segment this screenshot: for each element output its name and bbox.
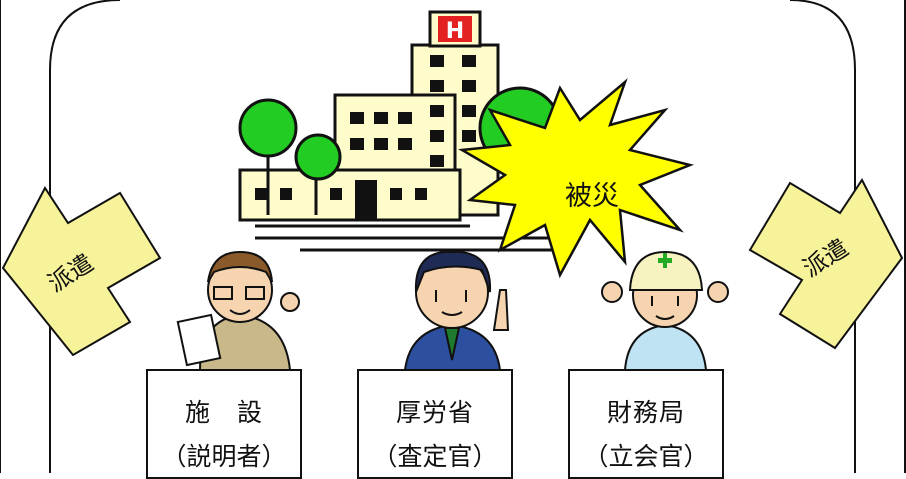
arch-frame (49, 0, 856, 473)
disaster-burst (458, 78, 695, 279)
dispatch-arrow-right (748, 178, 904, 350)
role-title: 厚労省 (395, 398, 474, 427)
role-box-mhlw: 厚労省 （査定官） (357, 369, 513, 479)
burst-label: 被災 (565, 181, 619, 212)
dispatch-arrow-left (1, 186, 162, 357)
hospital-sign-letter: H (446, 19, 464, 44)
role-box-facility: 施 設 （説明者） (146, 369, 302, 479)
role-subtitle: （査定官） (372, 442, 498, 471)
role-box-finance: 財務局 （立会官） (568, 369, 724, 479)
role-subtitle: （立会官） (583, 442, 709, 471)
person-witness (601, 250, 729, 371)
role-title: 財務局 (606, 398, 685, 427)
role-title: 施 設 (184, 398, 263, 427)
person-inspector (403, 250, 510, 371)
hospital-sign (438, 16, 472, 42)
role-subtitle: （説明者） (161, 442, 287, 471)
person-explainer (176, 250, 300, 371)
